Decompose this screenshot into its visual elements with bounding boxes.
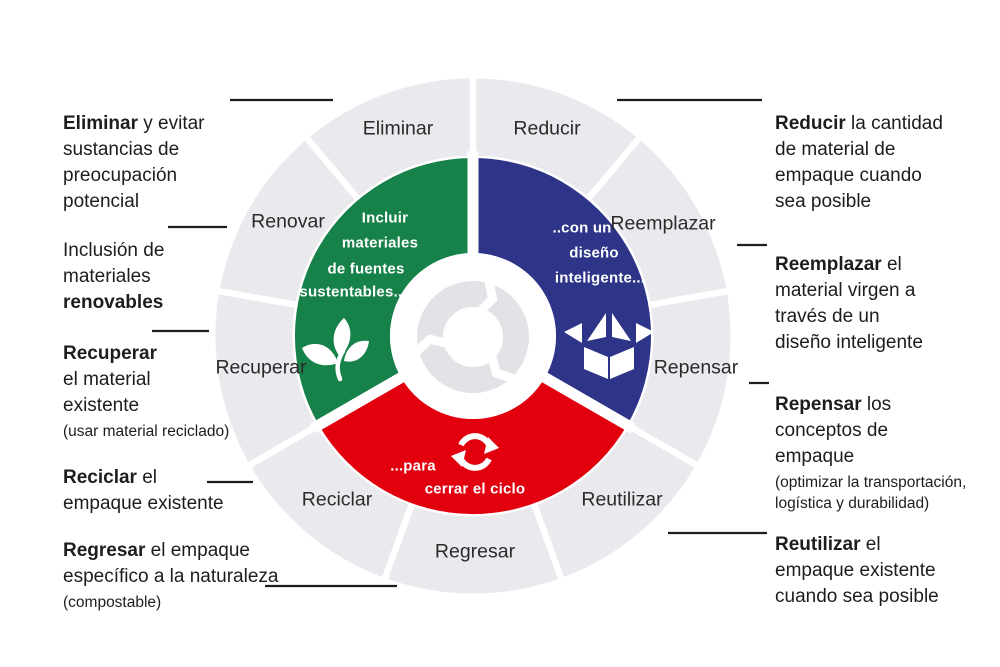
ring-label-reducir: Reducir [513,117,581,140]
annotation-reducir: Reducir la cantidad de material de empaq… [775,85,1000,215]
annotation-lead: Recuperar [63,343,157,364]
annotation-eliminar: Eliminar y evitar sustancias de preocupa… [63,85,313,215]
blue-segment-text-line: diseño [569,244,619,262]
annotation-note: (usar material reciclado) [63,423,230,440]
annotation-body: Inclusión de materiales [63,240,165,287]
annotation-repensar: Repensar los conceptos de empaque (optim… [775,366,1000,540]
annotation-lead: Reutilizar [775,534,861,555]
annotation-lead: Reducir [775,113,846,134]
annotation-body: el empaque específico a la naturaleza [63,540,279,587]
annotation-renovar: Inclusión de materiales renovables [63,212,313,316]
ring-label-recuperar: Recuperar [215,356,307,379]
annotation-reutilizar: Reutilizar el empaque existente cuando s… [775,506,1000,610]
red-segment-text-line: cerrar el ciclo [424,480,526,498]
ring-label-repensar: Repensar [653,356,739,379]
inner-ring-gaps [310,151,636,434]
annotation-body: el empaque existente [63,467,224,514]
cycle-arrows-icon [451,433,499,471]
connector-lines [152,98,769,588]
ring-label-eliminar: Eliminar [362,117,434,140]
outer-ring-gaps [213,73,733,585]
annotation-regresar: Regresar el empaque específico a la natu… [63,512,313,639]
annotation-recuperar: Recuperar el material existente (usar ma… [63,315,313,468]
annotation-lead: Reemplazar [775,254,882,275]
blue-segment-text-line: inteligente... [554,269,646,287]
red-sector [318,377,628,515]
annotation-lead: Eliminar [63,113,138,134]
annotation-body: y evitar sustancias de preocupación pote… [63,113,205,212]
ring-label-reutilizar: Reutilizar [581,488,663,511]
annotation-body: los conceptos de empaque [775,394,892,467]
annotation-lead: Repensar [775,394,862,415]
annotation-lead: Reciclar [63,467,137,488]
leaf-icon [302,318,369,382]
blue-segment-text-line: ..con un [552,219,612,237]
annotation-body: el material virgen a través de un diseño… [775,254,923,353]
annotation-note: (compostable) [63,594,162,611]
ring-label-renovar: Renovar [251,210,325,233]
annotation-body: la cantidad de material de empaque cuand… [775,113,943,212]
recycle-loop-icon [412,278,529,393]
annotation-note: (optimizar la transportación, logística … [775,474,967,512]
annotation-reciclar: Reciclar el empaque existente [63,439,313,517]
ring-label-reemplazar: Reemplazar [610,212,716,235]
green-segment-text-line: Incluir [361,209,409,227]
annotation-tail: renovables [63,292,164,313]
open-box-icon [564,313,654,379]
annotation-reemplazar: Reemplazar el material virgen a través d… [775,226,1000,356]
annotation-body: el empaque existente cuando sea posible [775,534,939,607]
annotation-body: el material existente [63,369,151,416]
annotation-lead: Regresar [63,540,146,561]
green-segment-text-line: materiales [341,234,419,252]
ring-label-regresar: Regresar [434,540,516,563]
red-segment-text-line: ...para [390,457,436,475]
green-segment-text-line: sustentables... [299,283,407,301]
green-segment-text-line: de fuentes [327,260,405,278]
ring-label-reciclar: Reciclar [301,488,373,511]
center-hub [390,253,556,419]
